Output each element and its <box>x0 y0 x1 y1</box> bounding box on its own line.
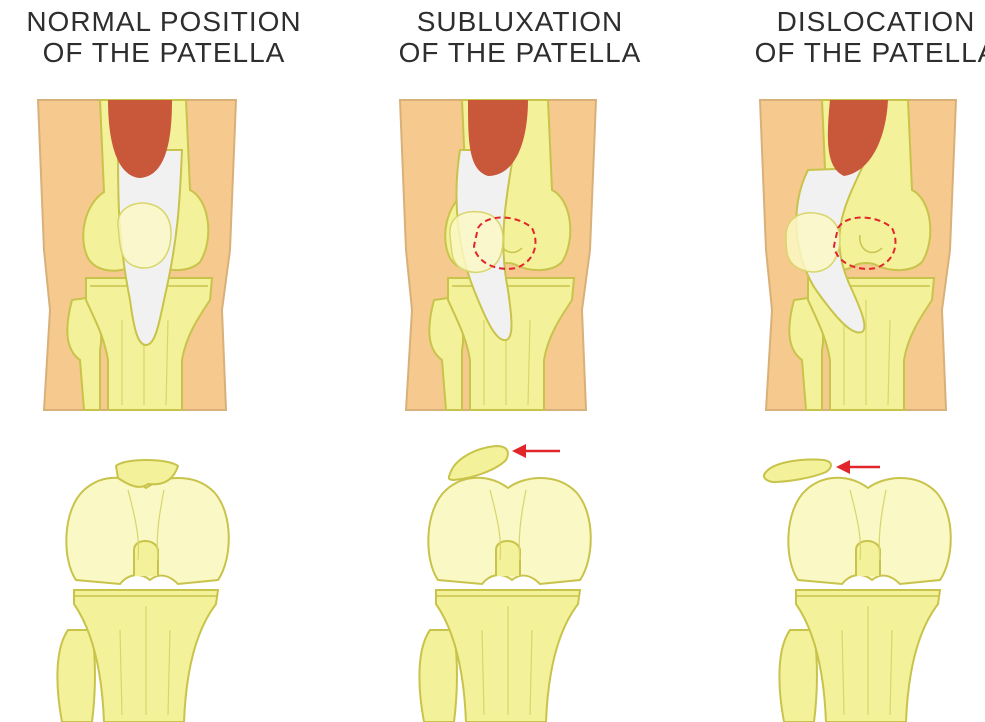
patella <box>118 203 171 268</box>
knee-axial-view <box>419 478 590 722</box>
knee-axial-view <box>57 478 228 722</box>
patella-axial <box>449 446 508 480</box>
patella <box>786 213 840 272</box>
red-arrow-icon <box>836 460 880 474</box>
red-arrow-icon <box>512 444 560 458</box>
panel-normal: NORMAL POSITION OF THE PATELLA <box>0 0 328 722</box>
panel-subluxation: SUBLUXATION OF THE PATELLA <box>356 0 684 722</box>
patella-axial <box>764 460 831 483</box>
patella <box>450 212 503 273</box>
knee-front-view <box>712 0 985 722</box>
knee-front-view <box>0 0 328 722</box>
knee-front-view <box>356 0 684 722</box>
panel-dislocation: DISLOCATION OF THE PATELLA <box>712 0 985 722</box>
knee-axial-view <box>779 478 950 722</box>
